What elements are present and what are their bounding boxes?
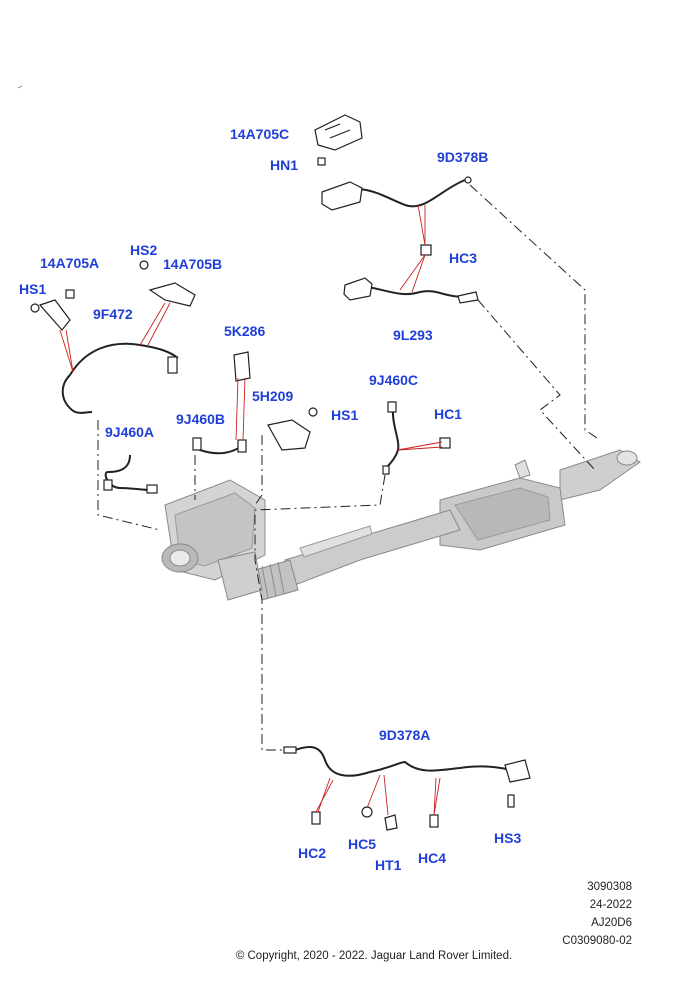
callout-9J460B[interactable]: 9J460B (176, 411, 226, 427)
date-code: 24-2022 (589, 899, 632, 911)
callout-5H209[interactable]: 5H209 (252, 388, 294, 404)
callout-9D378A[interactable]: 9D378A (379, 727, 431, 743)
routing-lines (97, 184, 601, 751)
callout-14A705A[interactable]: 14A705A (40, 255, 100, 271)
callout-9J460A[interactable]: 9J460A (105, 424, 155, 440)
model-code: AJ20D6 (591, 917, 632, 929)
corner-mark (17, 85, 23, 89)
callout-HS2[interactable]: HS2 (130, 242, 158, 258)
callout-9D378B[interactable]: 9D378B (437, 149, 489, 165)
callout-HN1[interactable]: HN1 (270, 157, 299, 173)
callout-HC1[interactable]: HC1 (434, 406, 463, 422)
callout-HS1-left[interactable]: HS1 (19, 281, 47, 297)
reference-number: 3090308 (587, 881, 632, 893)
wiring-harnesses (61, 179, 511, 777)
callout-9J460C[interactable]: 9J460C (369, 372, 419, 388)
copyright-notice: © Copyright, 2020 - 2022. Jaguar Land Ro… (235, 950, 513, 962)
callout-14A705C[interactable]: 14A705C (230, 126, 290, 142)
sensor-parts (30, 114, 531, 831)
callout-9F472[interactable]: 9F472 (93, 306, 133, 322)
callout-14A705B[interactable]: 14A705B (163, 256, 223, 272)
callout-HC3[interactable]: HC3 (449, 250, 478, 266)
callout-HT1[interactable]: HT1 (375, 857, 402, 873)
callout-HS3[interactable]: HS3 (494, 830, 522, 846)
callout-HC2[interactable]: HC2 (298, 845, 327, 861)
callout-5K286[interactable]: 5K286 (224, 323, 266, 339)
callout-9L293[interactable]: 9L293 (393, 327, 433, 343)
exhaust-system (161, 449, 641, 601)
callout-HC5[interactable]: HC5 (348, 836, 377, 852)
part-code: C0309080-02 (562, 935, 632, 947)
callout-HC4[interactable]: HC4 (418, 850, 447, 866)
leader-lines (59, 204, 443, 816)
callout-HS1-mid[interactable]: HS1 (331, 407, 359, 423)
